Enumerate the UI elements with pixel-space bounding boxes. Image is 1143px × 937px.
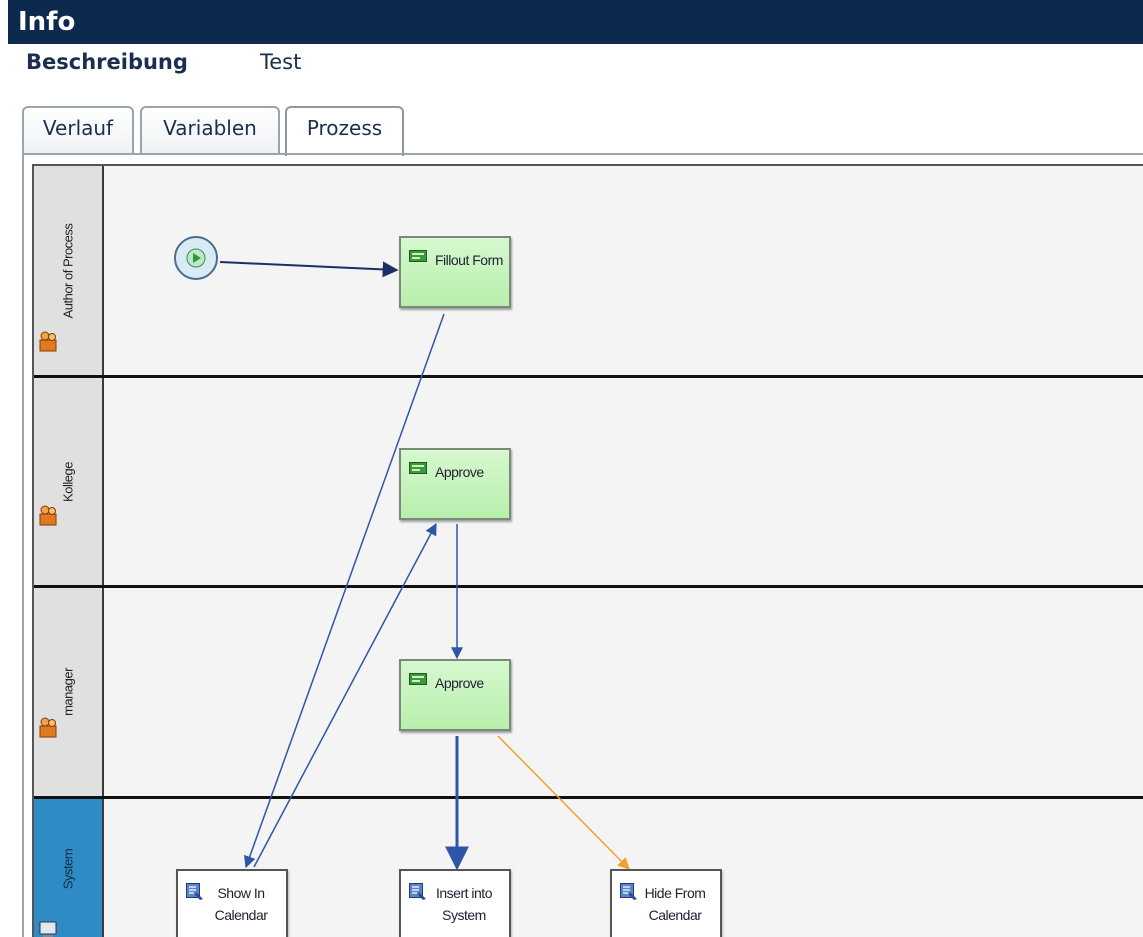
tab-divider [22, 153, 1143, 155]
tab-variablen[interactable]: Variablen [140, 106, 280, 154]
form-icon [409, 673, 427, 685]
swimlane-author-of-process: Author of Process [34, 166, 1143, 376]
lane-separator [34, 796, 1143, 799]
task-label: Show In Calendar [214, 885, 268, 923]
sequence-flows [219, 261, 630, 871]
tab-prozess[interactable]: Prozess [285, 106, 404, 156]
window-title: Info [8, 0, 1143, 44]
lane-header-system[interactable]: System [34, 799, 104, 937]
script-icon [409, 883, 426, 900]
task-label: Approve [435, 675, 484, 691]
lane-separator [34, 585, 1143, 588]
play-icon [186, 248, 206, 268]
flow-fillout-to-show-calendar [243, 313, 445, 869]
tab-verlauf[interactable]: Verlauf [22, 106, 134, 154]
task-approve-manager[interactable]: Approve [399, 659, 511, 731]
lane-header-author-of-process[interactable]: Author of Process [34, 166, 104, 376]
flow-show-calendar-to-approve [253, 522, 437, 868]
task-insert-into-system[interactable]: Insert into System [399, 869, 511, 937]
form-icon [409, 250, 427, 262]
description-value: Test [260, 50, 302, 74]
script-icon [620, 883, 637, 900]
task-show-in-calendar[interactable]: Show In Calendar [176, 869, 288, 937]
swimlane-system: System [34, 799, 1143, 937]
task-approve-kollege[interactable]: Approve [399, 448, 511, 520]
task-label: Hide From Calendar [644, 885, 706, 923]
form-icon [409, 462, 427, 474]
lane-header-manager[interactable]: manager [34, 588, 104, 796]
task-label: Insert into System [436, 885, 492, 923]
start-event[interactable] [174, 236, 218, 280]
swimlane-manager: manager [34, 588, 1143, 796]
process-diagram: Author of Process Kollege manager [32, 164, 1143, 937]
task-label: Fillout Form [435, 252, 503, 268]
user-group-icon [39, 717, 57, 738]
flow-approve-to-hide-calendar [497, 735, 630, 870]
swimlane-kollege: Kollege [34, 378, 1143, 585]
task-label: Approve [435, 464, 484, 480]
task-hide-from-calendar[interactable]: Hide From Calendar [610, 869, 722, 937]
flow-start-to-fillout [219, 261, 399, 278]
description-label: Beschreibung [26, 50, 188, 74]
lane-separator [34, 375, 1143, 378]
system-icon [39, 921, 57, 937]
task-fillout-form[interactable]: Fillout Form [399, 236, 511, 308]
lane-header-kollege[interactable]: Kollege [34, 378, 104, 585]
user-group-icon [39, 505, 57, 526]
description-row: Beschreibung Test [26, 50, 301, 74]
user-group-icon [39, 331, 57, 352]
script-icon [186, 883, 203, 900]
panel-border [22, 153, 24, 937]
